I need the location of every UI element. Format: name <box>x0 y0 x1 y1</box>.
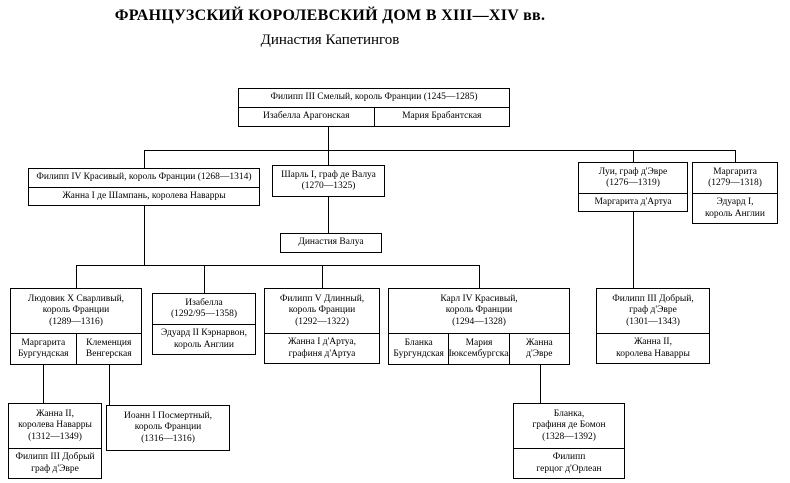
spouse-label: Жанна д'Эвре <box>508 334 569 364</box>
node-valois-dynasty: Династия Валуа <box>280 233 382 253</box>
diagram-subtitle: Династия Капетингов <box>260 32 400 48</box>
node-margarita: Маргарита (1279—1318) Эдуард I, король А… <box>692 162 778 224</box>
person-label: Иоанн I Посмертный, король Франции (1316… <box>124 411 212 444</box>
node-philippe-v: Филипп V Длинный, король Франции (1292—1… <box>264 288 380 364</box>
spouse-label: Мария Люксембургская <box>448 334 509 364</box>
node-jeanne-ii: Жанна II, королева Наварры (1312—1349) Ф… <box>8 403 102 479</box>
node-charles-valois: Шарль I, граф де Валуа (1270—1325) <box>272 165 385 197</box>
person-label: Филипп III Добрый, граф д'Эвре (1301—134… <box>612 294 694 327</box>
node-philippe-iv: Филипп IV Красивый, король Франции (1268… <box>28 168 260 206</box>
spouse-label: Филипп герцог д'Орлеан <box>514 448 624 478</box>
person-label: Людовик X Сварливый, король Франции (128… <box>27 294 125 327</box>
person-label: Карл IV Красивый, король Франции (1294—1… <box>440 294 518 327</box>
spouse-label: Жанна II, королева Наварры <box>597 333 709 363</box>
node-isabella: Изабелла (1292/95—1358) Эдуард II Кэрнар… <box>152 293 256 355</box>
person-label: Шарль I, граф де Валуа (1270—1325) <box>281 169 376 191</box>
spouse-label: Изабелла Арагонская <box>263 111 350 122</box>
person-label: Филипп III Смелый, король Франции (1245—… <box>270 92 478 103</box>
spouse-label: Клеменция Венгерская <box>75 334 142 364</box>
spouse-label: Маргарита Бургундская <box>17 337 69 359</box>
person-label: Изабелла (1292/95—1358) <box>171 297 237 319</box>
dynasty-label: Династия Валуа <box>298 237 364 248</box>
person-label: Филипп IV Красивый, король Франции (1268… <box>36 172 252 183</box>
person-label: Маргарита (1279—1318) <box>708 166 762 188</box>
spouse-label: Филипп III Добрый граф д'Эвре <box>9 448 101 478</box>
diagram-title: ФРАНЦУЗСКИЙ КОРОЛЕВСКИЙ ДОМ В XIII—XIV в… <box>114 7 546 24</box>
node-philippe-iii-evreux: Филипп III Добрый, граф д'Эвре (1301—134… <box>596 288 710 364</box>
node-blanche: Бланка, графиня де Бомон (1328—1392) Фил… <box>513 403 625 479</box>
node-philippe-iii: Филипп III Смелый, король Франции (1245—… <box>238 88 510 127</box>
spouse-label: Жанна I де Шампань, королева Наварры <box>29 187 259 205</box>
person-label: Филипп V Длинный, король Франции (1292—1… <box>279 294 365 327</box>
spouse-label: Маргарита д'Артуа <box>579 193 687 211</box>
spouse-label: Жанна I д'Артуа, графиня д'Артуа <box>265 333 379 363</box>
person-label: Жанна II, королева Наварры (1312—1349) <box>18 409 92 442</box>
spouse-label: Эдуард II Кэрнарвон, король Англии <box>153 324 255 354</box>
node-jean-i: Иоанн I Посмертный, король Франции (1316… <box>106 405 230 451</box>
spouses-row: Бланка Бургундская Мария Люксембургская … <box>389 333 569 364</box>
node-charles-iv: Карл IV Красивый, король Франции (1294—1… <box>388 288 570 365</box>
person-label: Луи, граф д'Эвре (1276—1319) <box>598 166 668 188</box>
node-louis-x: Людовик X Сварливый, король Франции (128… <box>10 288 142 365</box>
spouses-row: Изабелла Арагонская Мария Брабантская <box>239 107 509 126</box>
spouses-row: Маргарита Бургундская Клеменция Венгерск… <box>11 333 141 364</box>
spouse-label: Эдуард I, король Англии <box>693 193 777 223</box>
node-louis-evreux: Луи, граф д'Эвре (1276—1319) Маргарита д… <box>578 162 688 212</box>
spouse-label: Мария Брабантская <box>373 108 510 126</box>
person-label: Бланка, графиня де Бомон (1328—1392) <box>532 409 606 442</box>
spouse-label: Бланка Бургундская <box>393 337 444 359</box>
